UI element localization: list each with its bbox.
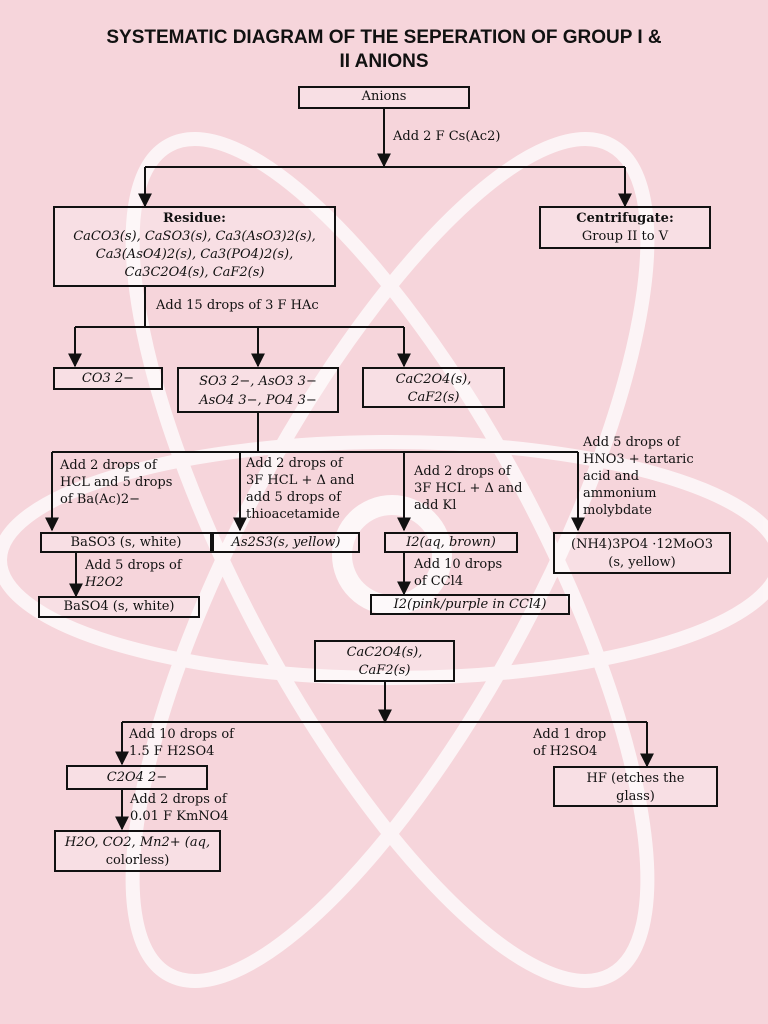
step-add-hno3: Add 5 drops of HNO3 + tartaric acid and … xyxy=(583,434,694,519)
as2s3-box: As2S3(s, yellow) xyxy=(212,532,360,553)
step-add-kmno4-line-2: 0.01 F KmNO4 xyxy=(130,809,229,824)
phosphomolybdate-line-1: (NH4)3PO4 ·12MoO3 xyxy=(571,537,713,552)
i2-label: I2(aq, brown) xyxy=(406,535,496,550)
products-box: H2O, CO2, Mn2+ (aq, colorless) xyxy=(54,830,221,872)
phosphomolybdate-line-2: (s, yellow) xyxy=(608,555,676,570)
step-add-h2so4-drop: Add 1 drop of H2SO4 xyxy=(533,726,606,760)
hf-line-1: HF (etches the xyxy=(586,771,685,786)
hf-box: HF (etches the glass) xyxy=(553,766,718,807)
cac2o4-second-line-2: CaF2(s) xyxy=(358,663,411,678)
step-add-ba-line-2: HCL and 5 drops xyxy=(60,475,173,490)
step-add-hno3-line-4: ammonium xyxy=(583,486,657,501)
step-add-thio-line-3: add 5 drops of xyxy=(246,490,342,505)
baso3-label: BaSO3 (s, white) xyxy=(70,535,182,550)
c2o4-label: C2O4 2− xyxy=(106,770,168,785)
phosphomolybdate-box: (NH4)3PO4 ·12MoO3 (s, yellow) xyxy=(553,532,731,574)
step-add-h2so4-line-1: Add 10 drops of xyxy=(129,727,234,742)
step-add-h2so4: Add 10 drops of 1.5 F H2SO4 xyxy=(129,726,234,760)
page-title: SYSTEMATIC DIAGRAM OF THE SEPERATION OF … xyxy=(40,26,728,74)
step-add-ki: Add 2 drops of 3F HCL + Δ and add Kl xyxy=(414,463,522,514)
c2o4-box: C2O4 2− xyxy=(66,765,208,790)
baso4-label: BaSO4 (s, white) xyxy=(63,599,175,614)
step-add-ccl4-line-1: Add 10 drops xyxy=(414,557,503,572)
step-add-hno3-line-5: molybdate xyxy=(583,503,652,518)
step-add-ba: Add 2 drops of HCL and 5 drops of Ba(Ac)… xyxy=(60,457,172,508)
step-add-kmno4: Add 2 drops of 0.01 F KmNO4 xyxy=(130,791,229,825)
centrifugate-heading: Centrifugate: xyxy=(576,211,674,226)
title-line-2: II ANIONS xyxy=(339,51,429,72)
baso3-box: BaSO3 (s, white) xyxy=(40,532,212,553)
cac2o4-second-line-1: CaC2O4(s), xyxy=(346,645,423,660)
cac2o4-second-box: CaC2O4(s), CaF2(s) xyxy=(314,640,455,682)
step-add-hac-text: Add 15 drops of 3 F HAc xyxy=(156,298,319,313)
step-add-h2so4-line-2: 1.5 F H2SO4 xyxy=(129,744,215,759)
residue-line-2: Ca3(AsO4)2(s), Ca3(PO4)2(s), xyxy=(95,247,294,262)
anions-box: Anions xyxy=(298,86,470,109)
step-add-ki-line-2: 3F HCL + Δ and xyxy=(414,481,523,496)
so3-line-2: AsO4 3−, PO4 3− xyxy=(199,393,317,408)
cac2o4-line-2: CaF2(s) xyxy=(407,390,460,405)
title-line-1: SYSTEMATIC DIAGRAM OF THE SEPERATION OF … xyxy=(106,27,662,48)
step-add-cs: Add 2 F Cs(Ac2) xyxy=(393,128,500,145)
step-add-hno3-line-1: Add 5 drops of xyxy=(583,435,680,450)
as2s3-label: As2S3(s, yellow) xyxy=(231,535,341,550)
residue-line-1: CaCO3(s), CaSO3(s), Ca3(AsO3)2(s), xyxy=(73,229,316,244)
so3-box: SO3 2−, AsO3 3− AsO4 3−, PO4 3− xyxy=(177,367,339,413)
co3-box: CO3 2− xyxy=(53,367,163,390)
hf-line-2: glass) xyxy=(616,789,655,804)
step-add-h2o2-line-2: H2O2 xyxy=(85,575,124,590)
step-add-ba-line-1: Add 2 drops of xyxy=(60,458,157,473)
cac2o4-line-1: CaC2O4(s), xyxy=(395,372,472,387)
step-add-thio-line-4: thioacetamide xyxy=(246,507,340,522)
step-add-thio-line-2: 3F HCL + Δ and xyxy=(246,473,355,488)
step-add-thio: Add 2 drops of 3F HCL + Δ and add 5 drop… xyxy=(246,455,354,523)
co3-label: CO3 2− xyxy=(81,371,135,386)
centrifugate-body: Group II to V xyxy=(581,229,669,244)
step-add-ccl4: Add 10 drops of CCl4 xyxy=(414,556,502,590)
step-add-h2so4-drop-line-1: Add 1 drop xyxy=(533,727,607,742)
i2-ccl4-label: I2(pink/purple in CCl4) xyxy=(393,597,547,612)
products-line-2: colorless) xyxy=(105,853,170,868)
i2-box: I2(aq, brown) xyxy=(384,532,518,553)
step-add-h2o2-line-1: Add 5 drops of xyxy=(85,558,182,573)
residue-box: Residue: CaCO3(s), CaSO3(s), Ca3(AsO3)2(… xyxy=(53,206,336,287)
residue-heading: Residue: xyxy=(163,211,226,226)
products-line-1: H2O, CO2, Mn2+ (aq, xyxy=(64,835,211,850)
step-add-thio-line-1: Add 2 drops of xyxy=(246,456,343,471)
step-add-ba-line-3: of Ba(Ac)2− xyxy=(60,492,141,507)
i2-ccl4-box: I2(pink/purple in CCl4) xyxy=(370,594,570,615)
residue-line-3: Ca3C2O4(s), CaF2(s) xyxy=(124,265,265,280)
cac2o4-box: CaC2O4(s), CaF2(s) xyxy=(362,367,505,408)
step-add-hno3-line-2: HNO3 + tartaric xyxy=(583,452,694,467)
step-add-ki-line-1: Add 2 drops of xyxy=(414,464,511,479)
baso4-box: BaSO4 (s, white) xyxy=(38,596,200,618)
anions-label: Anions xyxy=(361,89,407,104)
centrifugate-box: Centrifugate: Group II to V xyxy=(539,206,711,249)
step-add-ccl4-line-2: of CCl4 xyxy=(414,574,464,589)
step-add-hno3-line-3: acid and xyxy=(583,469,640,484)
step-add-kmno4-line-1: Add 2 drops of xyxy=(130,792,227,807)
so3-line-1: SO3 2−, AsO3 3− xyxy=(199,374,317,389)
step-add-cs-text: Add 2 F Cs(Ac2) xyxy=(393,129,501,144)
step-add-hac: Add 15 drops of 3 F HAc xyxy=(156,297,319,314)
step-add-h2o2: Add 5 drops of H2O2 xyxy=(85,557,182,591)
step-add-h2so4-drop-line-2: of H2SO4 xyxy=(533,744,598,759)
step-add-ki-line-3: add Kl xyxy=(414,498,457,513)
